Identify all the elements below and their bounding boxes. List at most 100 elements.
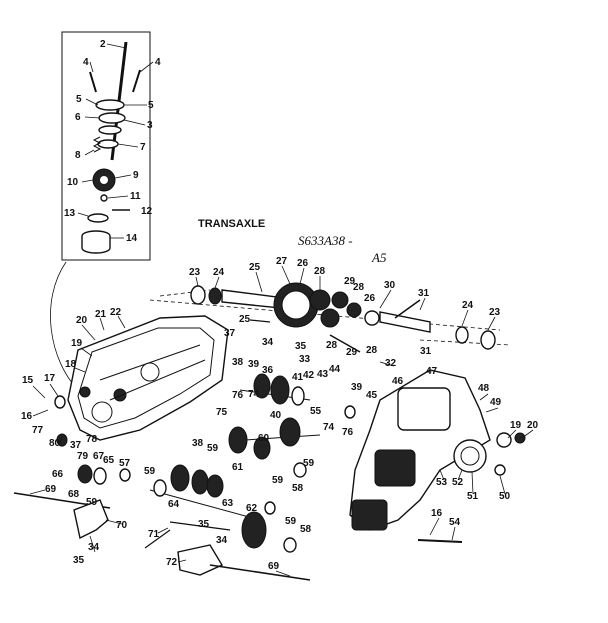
callout-27: 27 bbox=[276, 256, 288, 267]
callout-38: 38 bbox=[232, 357, 244, 368]
callout-42: 42 bbox=[303, 370, 315, 381]
callout-59: 59 bbox=[207, 443, 219, 454]
callout-4: 4 bbox=[155, 57, 161, 68]
callout-69: 69 bbox=[45, 484, 57, 495]
callout-8: 8 bbox=[75, 150, 81, 161]
callout-43: 43 bbox=[317, 369, 329, 380]
callout-33: 33 bbox=[299, 354, 311, 365]
callout-36: 36 bbox=[262, 365, 274, 376]
callout-20: 20 bbox=[76, 315, 88, 326]
callout-25: 25 bbox=[239, 314, 251, 325]
callout-76: 76 bbox=[342, 427, 354, 438]
callout-37: 37 bbox=[70, 440, 82, 451]
callout-19: 19 bbox=[510, 420, 522, 431]
callout-77: 77 bbox=[32, 425, 44, 436]
callout-40: 40 bbox=[270, 410, 282, 421]
callout-5: 5 bbox=[148, 100, 154, 111]
callout-79: 79 bbox=[77, 451, 89, 462]
callout-58: 58 bbox=[300, 524, 312, 535]
callout-59: 59 bbox=[86, 497, 98, 508]
callout-12: 12 bbox=[141, 206, 153, 217]
callout-25: 25 bbox=[249, 262, 261, 273]
callout-59: 59 bbox=[303, 458, 315, 469]
callout-20: 20 bbox=[527, 420, 539, 431]
callout-28: 28 bbox=[326, 340, 338, 351]
callout-58: 58 bbox=[292, 483, 304, 494]
callout-37: 37 bbox=[224, 328, 236, 339]
callout-7: 7 bbox=[140, 142, 146, 153]
callout-28: 28 bbox=[366, 345, 378, 356]
callout-44: 44 bbox=[329, 364, 341, 375]
callout-48: 48 bbox=[478, 383, 490, 394]
inset-shifter-assembly bbox=[50, 31, 151, 393]
callout-61: 61 bbox=[232, 462, 244, 473]
callout-64: 64 bbox=[168, 499, 180, 510]
callout-47: 47 bbox=[426, 366, 438, 377]
callout-74: 74 bbox=[248, 389, 260, 400]
callout-46: 46 bbox=[392, 376, 404, 387]
callout-62: 62 bbox=[246, 503, 258, 514]
callout-55: 55 bbox=[310, 406, 322, 417]
callout-59: 59 bbox=[144, 466, 156, 477]
callout-66: 66 bbox=[52, 469, 64, 480]
callout-29: 29 bbox=[346, 347, 358, 358]
model-suffix: A5 bbox=[371, 250, 387, 265]
callout-39: 39 bbox=[248, 359, 260, 370]
callout-23: 23 bbox=[489, 307, 501, 318]
callout-65: 65 bbox=[103, 455, 115, 466]
callout-74: 74 bbox=[323, 422, 335, 433]
callout-35: 35 bbox=[198, 519, 210, 530]
callout-18: 18 bbox=[65, 359, 77, 370]
callout-15: 15 bbox=[22, 375, 34, 386]
callout-26: 26 bbox=[364, 293, 376, 304]
callout-34: 34 bbox=[262, 337, 274, 348]
left-housing bbox=[67, 315, 229, 441]
callout-68: 68 bbox=[68, 489, 80, 500]
callout-51: 51 bbox=[467, 491, 479, 502]
callout-labels: 2 4 4 5 5 6 3 7 8 9 10 11 12 13 14 23 24… bbox=[21, 39, 539, 572]
callout-72: 72 bbox=[166, 557, 178, 568]
callout-70: 70 bbox=[116, 520, 128, 531]
callout-45: 45 bbox=[366, 390, 378, 401]
callout-67: 67 bbox=[93, 451, 105, 462]
gear-shafts bbox=[54, 373, 356, 553]
callout-28: 28 bbox=[353, 282, 365, 293]
callout-71: 71 bbox=[148, 529, 160, 540]
callout-57: 57 bbox=[119, 458, 131, 469]
model-number: S633A38 - bbox=[298, 233, 353, 248]
callout-32: 32 bbox=[385, 358, 397, 369]
shift-forks bbox=[13, 492, 311, 581]
callout-76: 76 bbox=[232, 390, 244, 401]
callout-78: 78 bbox=[86, 434, 98, 445]
callout-26: 26 bbox=[297, 258, 309, 269]
callout-19: 19 bbox=[71, 338, 83, 349]
callout-24: 24 bbox=[462, 300, 474, 311]
callout-59: 59 bbox=[285, 516, 297, 527]
callout-35: 35 bbox=[73, 555, 85, 566]
callout-23: 23 bbox=[189, 267, 201, 278]
callout-17: 17 bbox=[44, 373, 56, 384]
callout-34: 34 bbox=[216, 535, 228, 546]
callout-24: 24 bbox=[213, 267, 225, 278]
callout-3: 3 bbox=[147, 120, 153, 131]
callout-60: 60 bbox=[258, 433, 270, 444]
callout-53: 53 bbox=[436, 477, 448, 488]
diagram-title: TRANSAXLE bbox=[198, 218, 265, 230]
callout-13: 13 bbox=[64, 208, 76, 219]
callout-10: 10 bbox=[67, 177, 79, 188]
callout-39: 39 bbox=[351, 382, 363, 393]
callout-69: 69 bbox=[268, 561, 280, 572]
callout-54: 54 bbox=[449, 517, 461, 528]
leader-lines bbox=[29, 43, 534, 577]
callout-31: 31 bbox=[418, 288, 430, 299]
callout-50: 50 bbox=[499, 491, 511, 502]
callout-49: 49 bbox=[490, 397, 502, 408]
callout-14: 14 bbox=[126, 233, 138, 244]
callout-22: 22 bbox=[110, 307, 122, 318]
callout-30: 30 bbox=[384, 280, 396, 291]
callout-4: 4 bbox=[83, 57, 89, 68]
callout-28: 28 bbox=[314, 266, 326, 277]
right-housing bbox=[349, 369, 526, 543]
